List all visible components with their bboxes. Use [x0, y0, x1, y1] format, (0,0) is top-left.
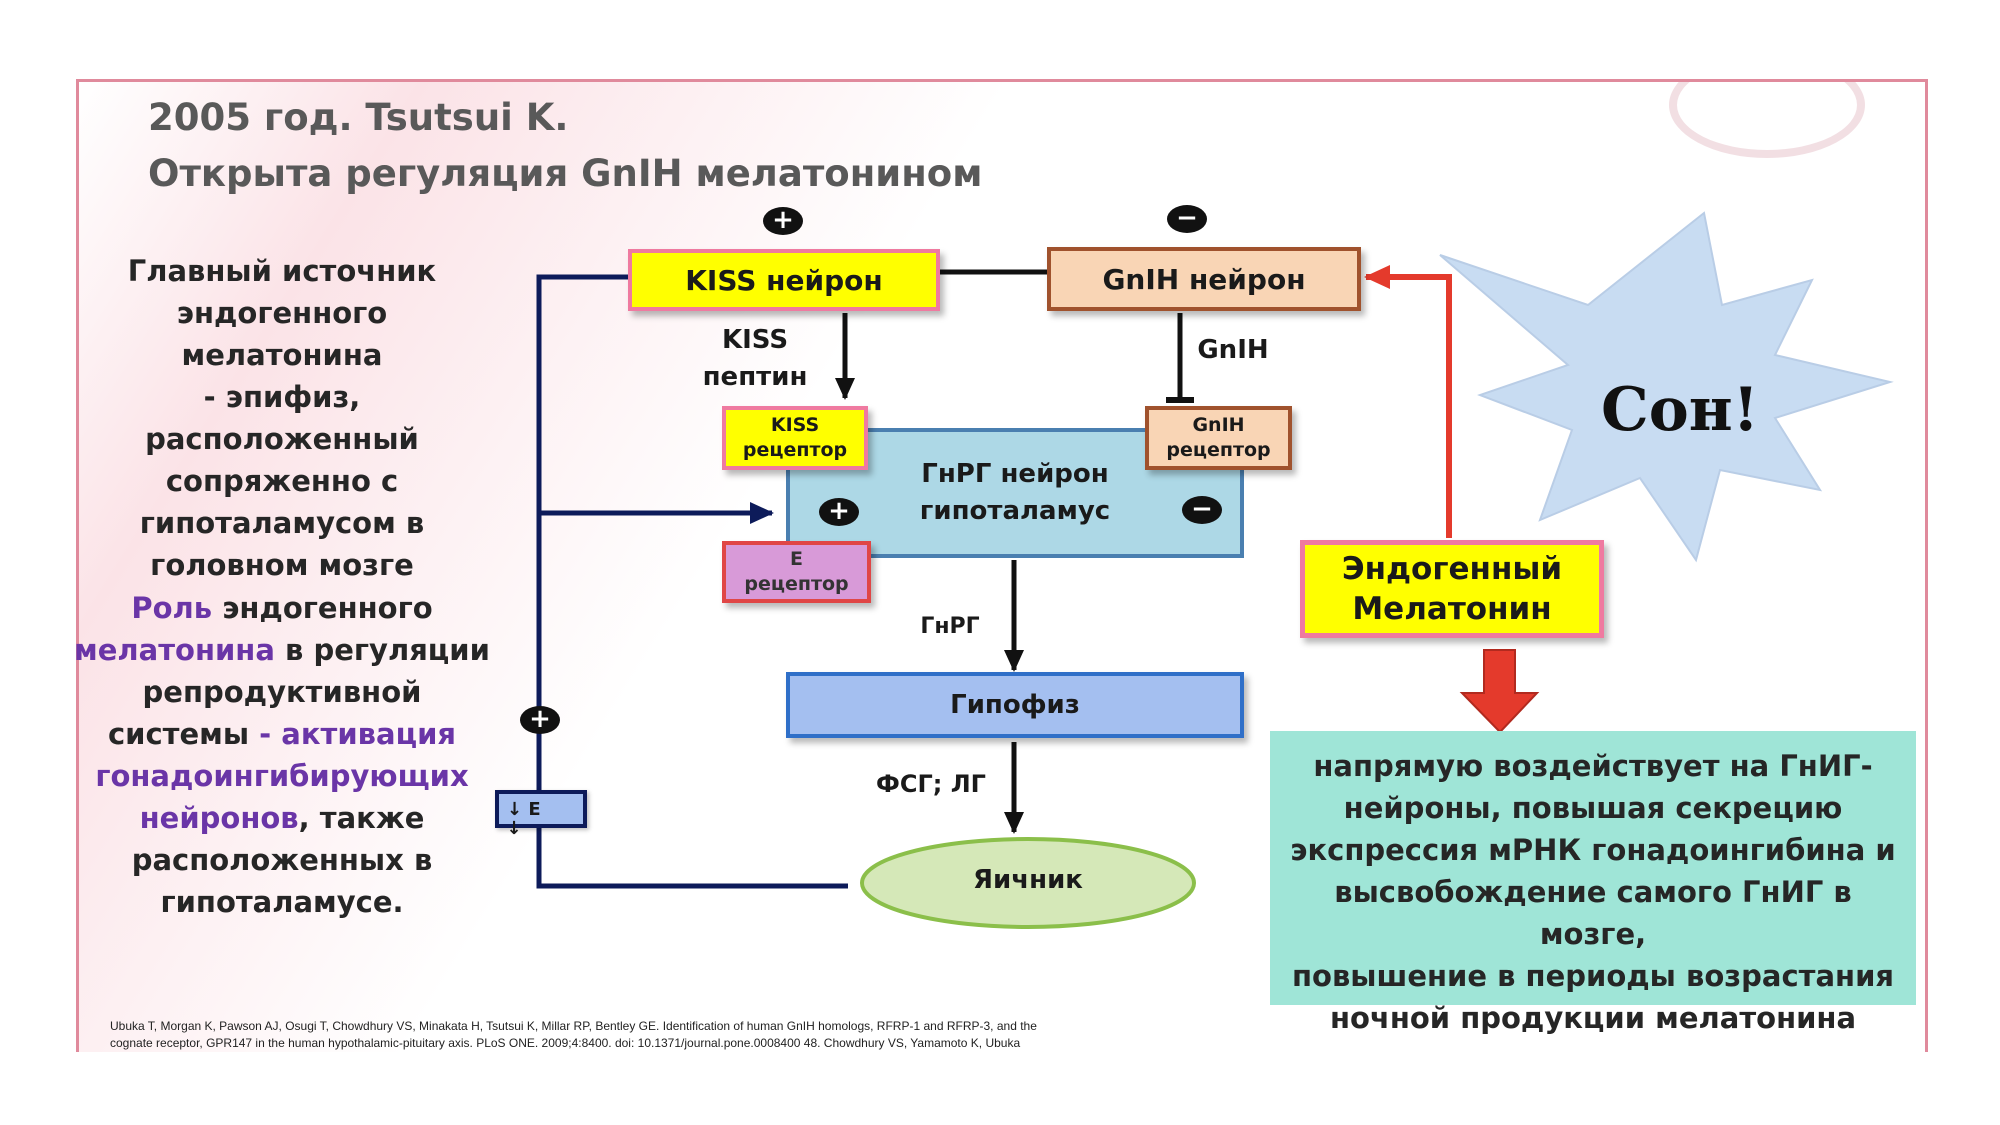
- melatonin-to-gnih-arrow: [1364, 265, 1452, 538]
- text-line: - эпифиз,: [203, 380, 361, 414]
- text-line: ФСГ; ЛГ: [876, 770, 986, 798]
- text-line: эндогенного мелатонина: [176, 296, 388, 372]
- text-line: экспрессия мРНК гонадоингибина и: [1290, 833, 1896, 867]
- highlight-text: гонадоингибирующих: [95, 759, 469, 793]
- text-line: напрямую воздействует на ГнИГ-: [1313, 749, 1873, 783]
- gnih-receptor-box: GnIH рецептор: [1145, 406, 1292, 470]
- sleep-burst-label: Сон!: [1600, 375, 1760, 445]
- text-line: расположенных в: [131, 843, 433, 877]
- e-feedback-box: ↓ E: [495, 790, 587, 828]
- text-line: пептин: [702, 362, 808, 392]
- highlight-text: мелатонина: [74, 633, 275, 667]
- pituitary-label: Гипофиз: [950, 690, 1080, 720]
- text-line: гипоталамусом в: [139, 506, 425, 540]
- melatonin-box: Эндогенный Мелатонин: [1300, 540, 1604, 638]
- text-fragment: в регуляции: [274, 633, 490, 667]
- text-line: Яичник: [973, 865, 1083, 895]
- text-line: сопряженно с: [165, 464, 399, 498]
- hypothalamus-label: гипоталамус: [919, 496, 1111, 526]
- kiss-receptor-box: KISS рецептор: [722, 406, 868, 470]
- e-feedback-label: ↓ E: [507, 798, 541, 820]
- text-line: расположенный: [145, 422, 419, 456]
- highlight-text: - активация: [259, 717, 457, 751]
- gnrh-neuron-label: ГнРГ нейрон: [921, 459, 1109, 489]
- gnih-neuron-label: GnIH нейрон: [1102, 262, 1306, 296]
- feedback-loop-line: [536, 266, 848, 889]
- pineal-source-text: Главный источник эндогенного мелатонина …: [72, 250, 492, 586]
- text-fragment: системы: [107, 717, 260, 751]
- e-down-arrow-icon: ↓: [502, 817, 526, 841]
- text-line: высвобождение самого ГнИГ в мозге,: [1334, 875, 1852, 951]
- pituitary-box: Гипофиз: [786, 672, 1244, 738]
- text-line: Главный источник: [127, 254, 437, 288]
- text-fragment: , также: [298, 801, 425, 835]
- highlight-text: нейронов: [139, 801, 299, 835]
- ovary-shape: [860, 837, 1196, 929]
- text-line: рецептор: [744, 573, 849, 595]
- kiss-peptide-label: KISS пептин: [680, 322, 830, 396]
- minus-sign-gnrh: −: [1182, 496, 1222, 524]
- text-line: головном мозге: [150, 548, 414, 582]
- text-line: E: [790, 548, 803, 570]
- text-line: нейроны, повышая секрецию: [1343, 791, 1843, 825]
- text-line: KISS: [721, 325, 789, 355]
- title-line-1: 2005 год. Tsutsui K.: [148, 96, 569, 139]
- text-line: ↓: [506, 818, 522, 839]
- text-line: ночной продукции мелатонина: [1329, 1001, 1857, 1035]
- text-line: GnIH: [1192, 414, 1245, 436]
- ovary-label: Яичник: [928, 862, 1128, 899]
- plus-sign-feedback: +: [520, 706, 560, 734]
- melatonin-down-arrow: [1459, 649, 1540, 734]
- text-line: репродуктивной: [142, 675, 422, 709]
- slide-title: 2005 год. Tsutsui K. Открыта регуляция G…: [148, 90, 982, 202]
- text-line: ГнРГ: [920, 614, 980, 639]
- text-line: Мелатонин: [1352, 591, 1552, 627]
- plus-sign-gnrh: +: [819, 498, 859, 526]
- text-line: рецептор: [742, 439, 848, 461]
- reference-line: Ubuka T, Morgan K, Pawson AJ, Osugi T, C…: [110, 1019, 1037, 1033]
- sleep-burst-shape: [1439, 211, 1894, 563]
- gnih-label: GnIH: [1188, 332, 1278, 369]
- fsh-lh-label: ФСГ; ЛГ: [876, 766, 986, 803]
- gnih-neuron-box: GnIH нейрон: [1047, 247, 1361, 311]
- kiss-neuron-label: KISS нейрон: [685, 263, 883, 297]
- kiss-neuron-box: KISS нейрон: [628, 249, 940, 311]
- title-line-2: Открыта регуляция GnIH мелатонином: [148, 152, 983, 195]
- melatonin-role-text: Роль эндогенного мелатонина в регуляции …: [72, 587, 492, 923]
- text-line: гипоталамусе.: [160, 885, 404, 919]
- highlight-text: Роль: [131, 591, 213, 625]
- gnrh-label: ГнРГ: [910, 608, 990, 645]
- text-fragment: эндогенного: [212, 591, 433, 625]
- text-line: Эндогенный: [1341, 551, 1563, 587]
- text-line: повышение в периоды возрастания: [1291, 959, 1895, 993]
- text-line: рецептор: [1166, 439, 1271, 461]
- text-line: GnIH: [1197, 335, 1269, 365]
- minus-sign-gnih: −: [1167, 205, 1207, 233]
- melatonin-effect-text: напрямую воздействует на ГнИГ- нейроны, …: [1270, 731, 1916, 1035]
- text-line: KISS: [770, 414, 820, 436]
- references: Ubuka T, Morgan K, Pawson AJ, Osugi T, C…: [110, 1018, 1250, 1050]
- plus-sign-kiss: +: [763, 207, 803, 235]
- reference-line: cognate receptor, GPR147 in the human hy…: [110, 1036, 1021, 1050]
- e-receptor-box: E рецептор: [722, 541, 871, 603]
